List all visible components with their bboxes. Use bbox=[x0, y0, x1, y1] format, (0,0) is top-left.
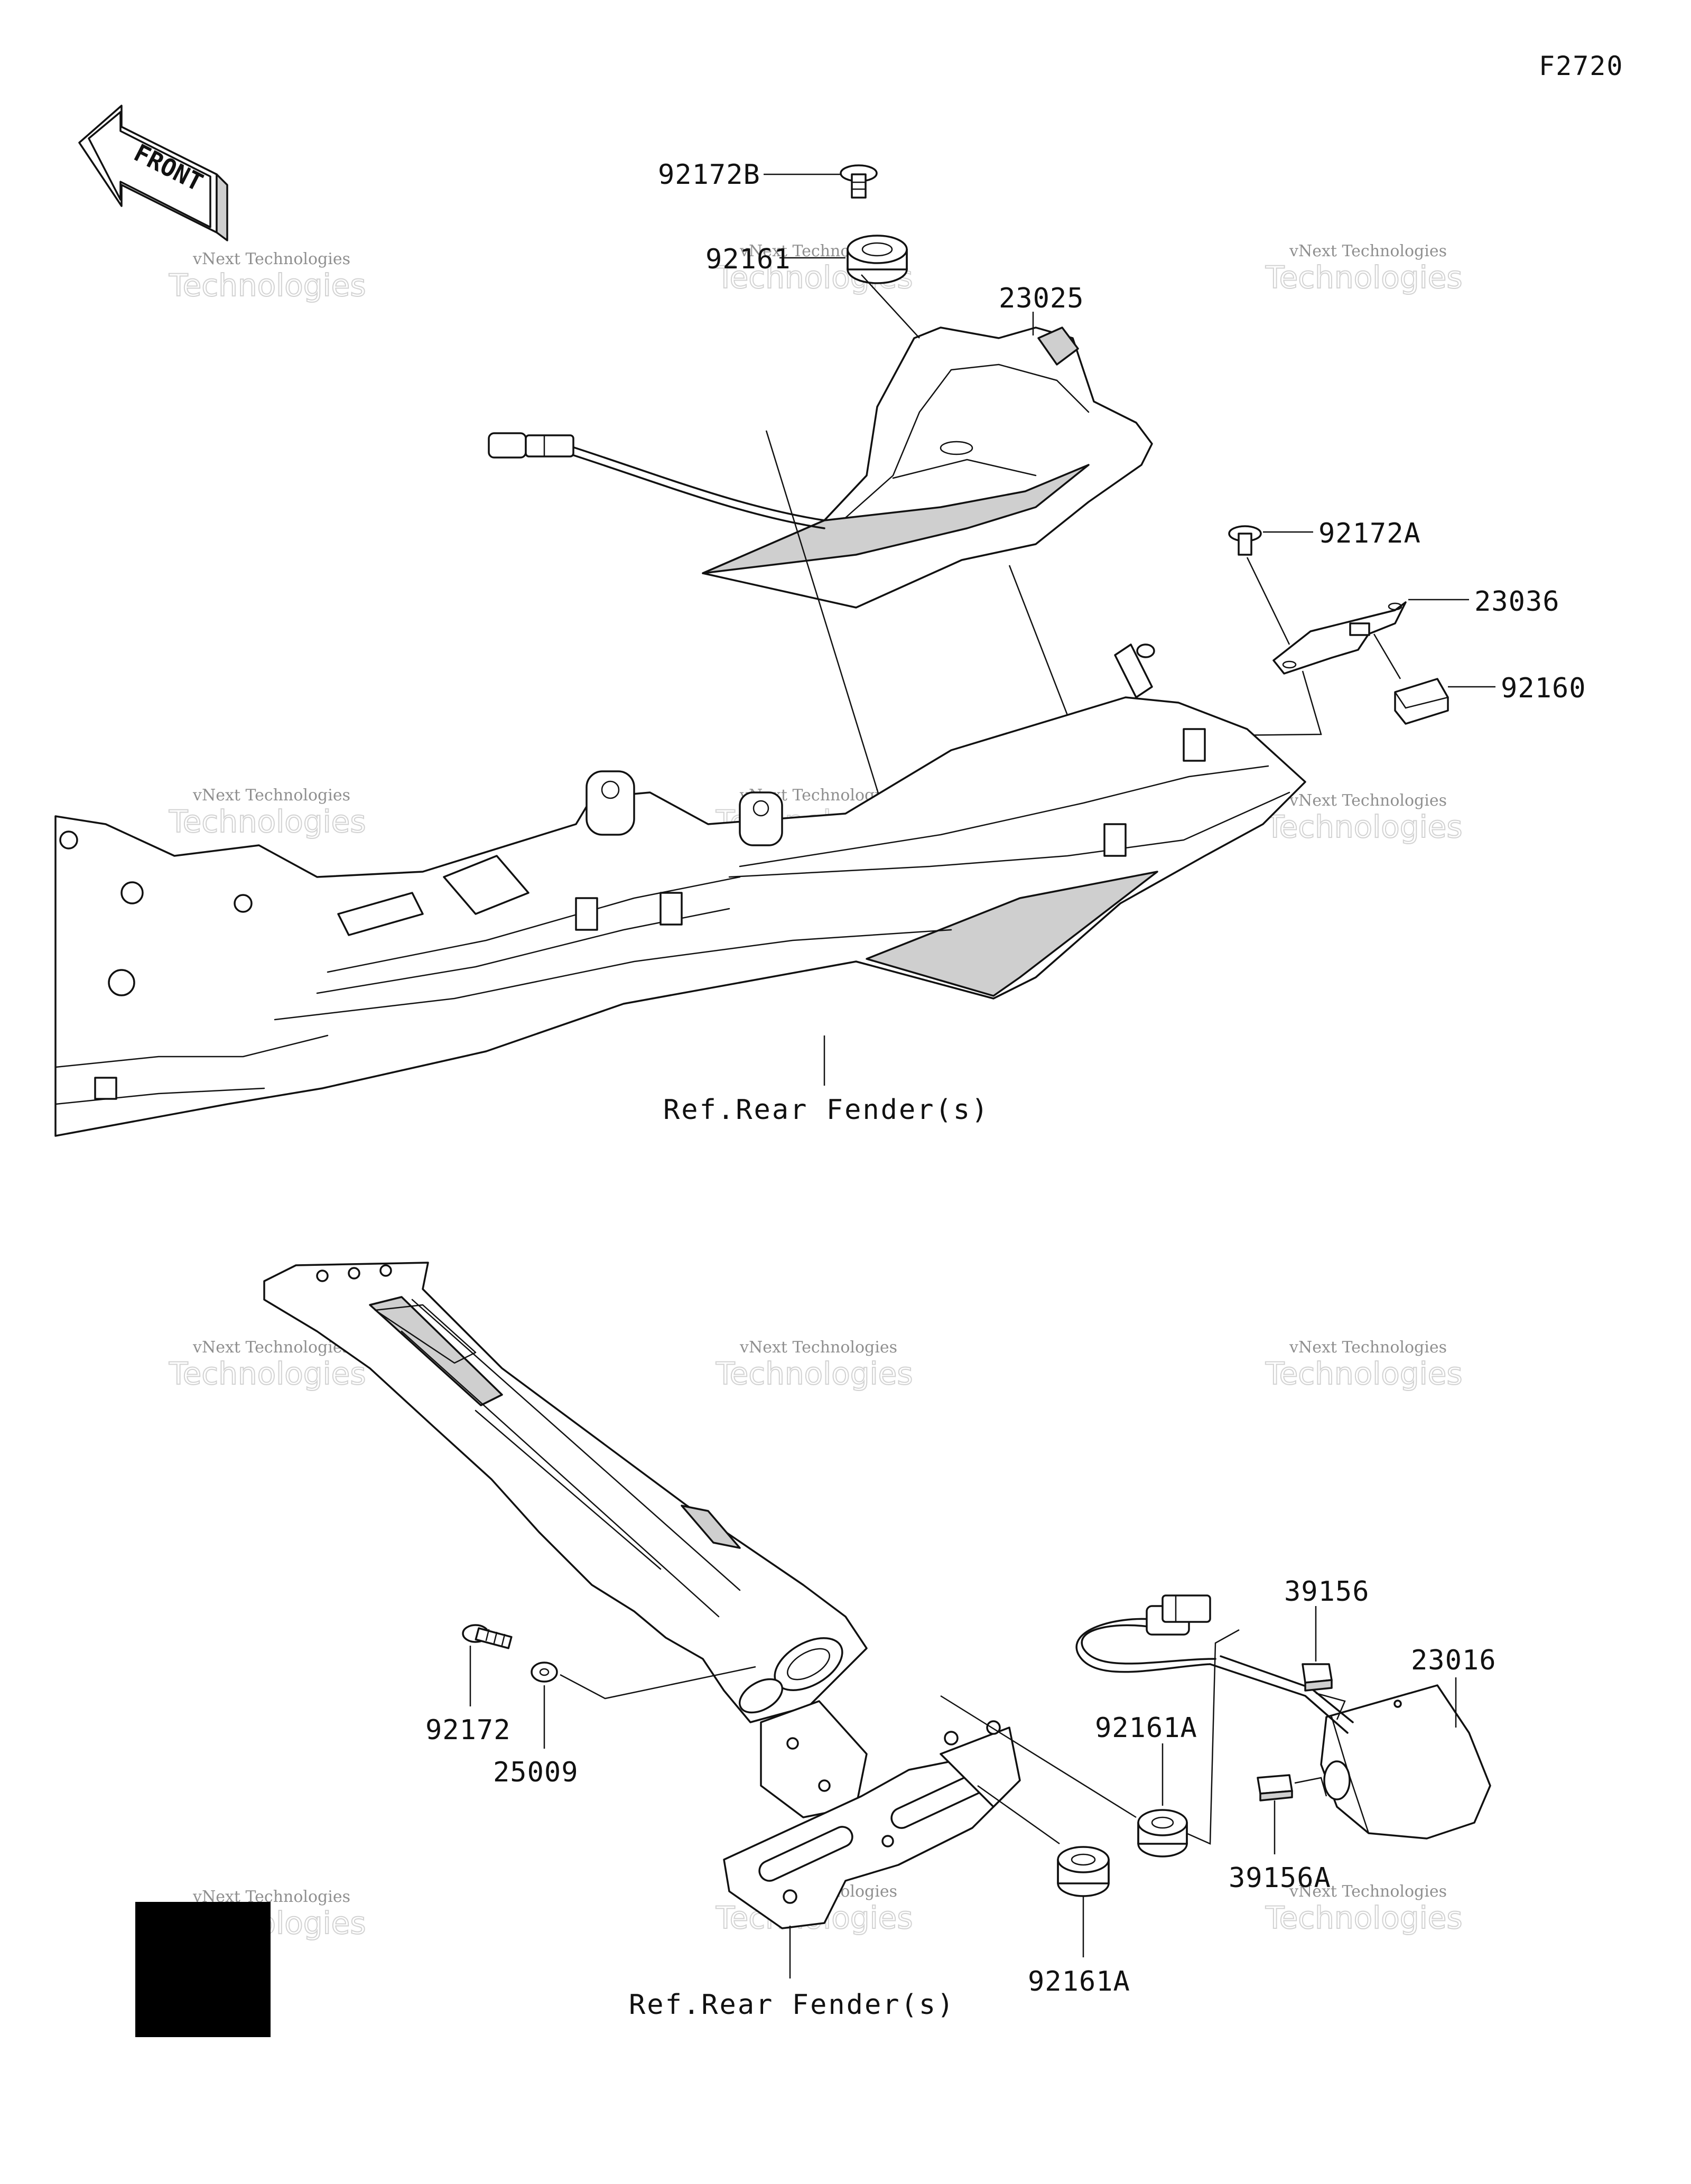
watermark: vNext Technologies Technologies bbox=[1265, 791, 1463, 845]
license-lamp-23016-icon bbox=[1075, 1594, 1491, 1840]
grommet-92161-icon bbox=[847, 235, 908, 284]
callout-39156: 39156 bbox=[1284, 1576, 1370, 1608]
rear-fender-bracket-icon bbox=[263, 1262, 868, 1818]
svg-text:vNext Technologies: vNext Technologies bbox=[192, 250, 350, 268]
callout-92172B: 92172B bbox=[658, 159, 760, 191]
watermark: vNext Technologies Technologies bbox=[1265, 1338, 1463, 1392]
figure-code: F2720 bbox=[1539, 51, 1624, 81]
callout-92160: 92160 bbox=[1501, 673, 1586, 704]
svg-text:Technologies: Technologies bbox=[1265, 809, 1463, 845]
watermark: vNext Technologies Technologies bbox=[168, 786, 367, 840]
svg-text:Technologies: Technologies bbox=[169, 1356, 366, 1392]
pad-39156A-icon bbox=[1257, 1774, 1293, 1802]
screw-92172B-icon bbox=[840, 164, 878, 199]
svg-text:Technologies: Technologies bbox=[1265, 1356, 1463, 1392]
callout-23036: 23036 bbox=[1474, 586, 1560, 618]
front-arrow-icon: FRONT bbox=[78, 105, 228, 241]
callout-23016: 23016 bbox=[1411, 1645, 1497, 1676]
svg-text:vNext Technologies: vNext Technologies bbox=[192, 786, 350, 805]
watermark: vNext Technologies Technologies bbox=[1265, 1882, 1463, 1936]
screw-92172A-icon bbox=[1228, 525, 1262, 556]
pad-92160-icon bbox=[1394, 678, 1449, 725]
ref-rear-fender-top: Ref.Rear Fender(s) bbox=[663, 1094, 990, 1126]
svg-text:Technologies: Technologies bbox=[716, 1356, 913, 1392]
grommet-92161A-lower-icon bbox=[1057, 1846, 1110, 1897]
watermark: vNext Technologies Technologies bbox=[1265, 242, 1463, 296]
license-lamp-housing-23025-icon bbox=[488, 326, 1153, 609]
callout-92161: 92161 bbox=[705, 244, 791, 275]
svg-text:Technologies: Technologies bbox=[1265, 259, 1463, 295]
rear-fender-top-icon bbox=[54, 643, 1306, 1137]
bolt-92172-icon bbox=[462, 1624, 513, 1649]
callout-92161A-lower: 92161A bbox=[1028, 1966, 1130, 1998]
svg-text:Technologies: Technologies bbox=[169, 804, 366, 839]
callout-39156A: 39156A bbox=[1229, 1862, 1331, 1894]
callout-92172A: 92172A bbox=[1318, 518, 1421, 549]
bracket-23036-icon bbox=[1272, 601, 1407, 675]
svg-text:vNext Technologies: vNext Technologies bbox=[1289, 242, 1447, 260]
grommet-92161A-upper-icon bbox=[1137, 1809, 1188, 1858]
svg-text:vNext Technologies: vNext Technologies bbox=[1289, 1338, 1447, 1357]
svg-text:vNext Technologies: vNext Technologies bbox=[1289, 1882, 1447, 1901]
callout-92161A-upper: 92161A bbox=[1095, 1712, 1197, 1744]
svg-text:vNext Technologies: vNext Technologies bbox=[192, 1338, 350, 1357]
svg-text:vNext Technologies: vNext Technologies bbox=[1289, 791, 1447, 810]
watermark: vNext Technologies Technologies bbox=[168, 1338, 367, 1392]
ref-rear-fender-bottom: Ref.Rear Fender(s) bbox=[629, 1989, 955, 2021]
pad-39156-icon bbox=[1302, 1663, 1333, 1692]
watermark: vNext Technologies Technologies bbox=[168, 250, 367, 304]
callout-23025: 23025 bbox=[999, 283, 1084, 314]
black-box bbox=[135, 1902, 271, 2037]
watermark: vNext Technologies Technologies bbox=[715, 1338, 914, 1392]
svg-text:Technologies: Technologies bbox=[169, 267, 366, 303]
callout-25009: 25009 bbox=[493, 1757, 579, 1788]
svg-text:vNext Technologies: vNext Technologies bbox=[739, 1338, 897, 1357]
svg-text:Technologies: Technologies bbox=[1265, 1900, 1463, 1936]
license-bracket-icon bbox=[723, 1720, 1021, 1929]
washer-25009-icon bbox=[531, 1662, 558, 1683]
callout-92172: 92172 bbox=[425, 1714, 511, 1746]
